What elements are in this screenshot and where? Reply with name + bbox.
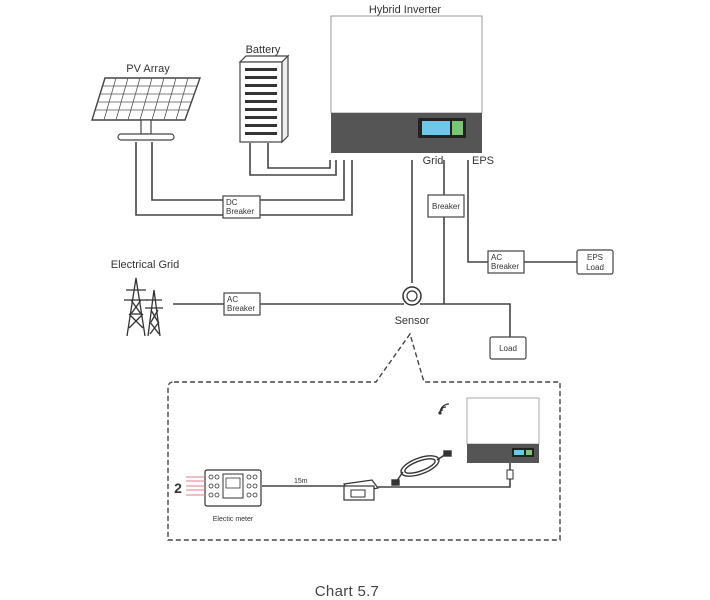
inverter-keypad xyxy=(452,121,463,135)
eps-ac-breaker: AC Breaker xyxy=(487,250,525,274)
dc-breaker: DC Breaker xyxy=(222,195,261,219)
transmission-tower-icon xyxy=(124,277,163,337)
eps-load-line2: Load xyxy=(586,263,604,272)
battery-rack-icon xyxy=(238,54,290,144)
wifi-icon xyxy=(438,403,450,415)
inverter-title: Hybrid Inverter xyxy=(369,4,441,16)
pv-array: PV Array xyxy=(91,63,201,141)
battery: Battery xyxy=(238,44,290,144)
sensor-detail-callout: 15m 2 Electic meter xyxy=(167,332,561,541)
electric-meter-icon xyxy=(204,469,262,507)
eps-ac-breaker-line2: Breaker xyxy=(491,262,519,271)
eps-load-line1: EPS xyxy=(587,253,603,262)
dc-breaker-line1: DC xyxy=(226,198,238,207)
eps-load: EPS Load xyxy=(576,249,614,275)
figure-caption: Chart 5.7 xyxy=(315,583,379,600)
inverter-body xyxy=(330,15,483,114)
eps-ac-breaker-line1: AC xyxy=(491,253,502,262)
wires xyxy=(135,142,577,337)
cable-length-label: 15m xyxy=(294,478,308,485)
electrical-grid-label: Electrical Grid xyxy=(111,259,179,271)
electrical-grid: Electrical Grid xyxy=(111,259,179,337)
grid-ac-breaker-line1: AC xyxy=(227,295,238,304)
meter-label: Electic meter xyxy=(213,516,254,523)
battery-label: Battery xyxy=(246,44,281,56)
pv-array-label: PV Array xyxy=(126,63,170,75)
grid-port-label: Grid xyxy=(423,155,444,167)
sensor-label: Sensor xyxy=(395,315,430,327)
ct-sensor-icon xyxy=(402,286,422,306)
dc-breaker-line2: Breaker xyxy=(226,207,254,216)
cable-coil-icon xyxy=(391,450,452,486)
inverter-screen xyxy=(422,121,450,135)
mini-inverter-icon xyxy=(466,397,540,463)
grid-breaker: Breaker xyxy=(427,194,465,218)
sensor: Sensor xyxy=(395,286,430,327)
eps-port-label: EPS xyxy=(472,155,494,167)
terminal-number: 2 xyxy=(174,480,182,496)
hybrid-inverter: Hybrid Inverter Grid EPS xyxy=(330,4,494,167)
load: Load xyxy=(489,336,527,360)
grid-ac-breaker: AC Breaker xyxy=(223,292,261,316)
terminal-leads xyxy=(186,476,205,496)
grid-ac-breaker-line2: Breaker xyxy=(227,304,255,313)
load-label: Load xyxy=(499,344,517,353)
cable-connector-icon xyxy=(343,479,380,501)
breaker-label: Breaker xyxy=(432,202,460,211)
